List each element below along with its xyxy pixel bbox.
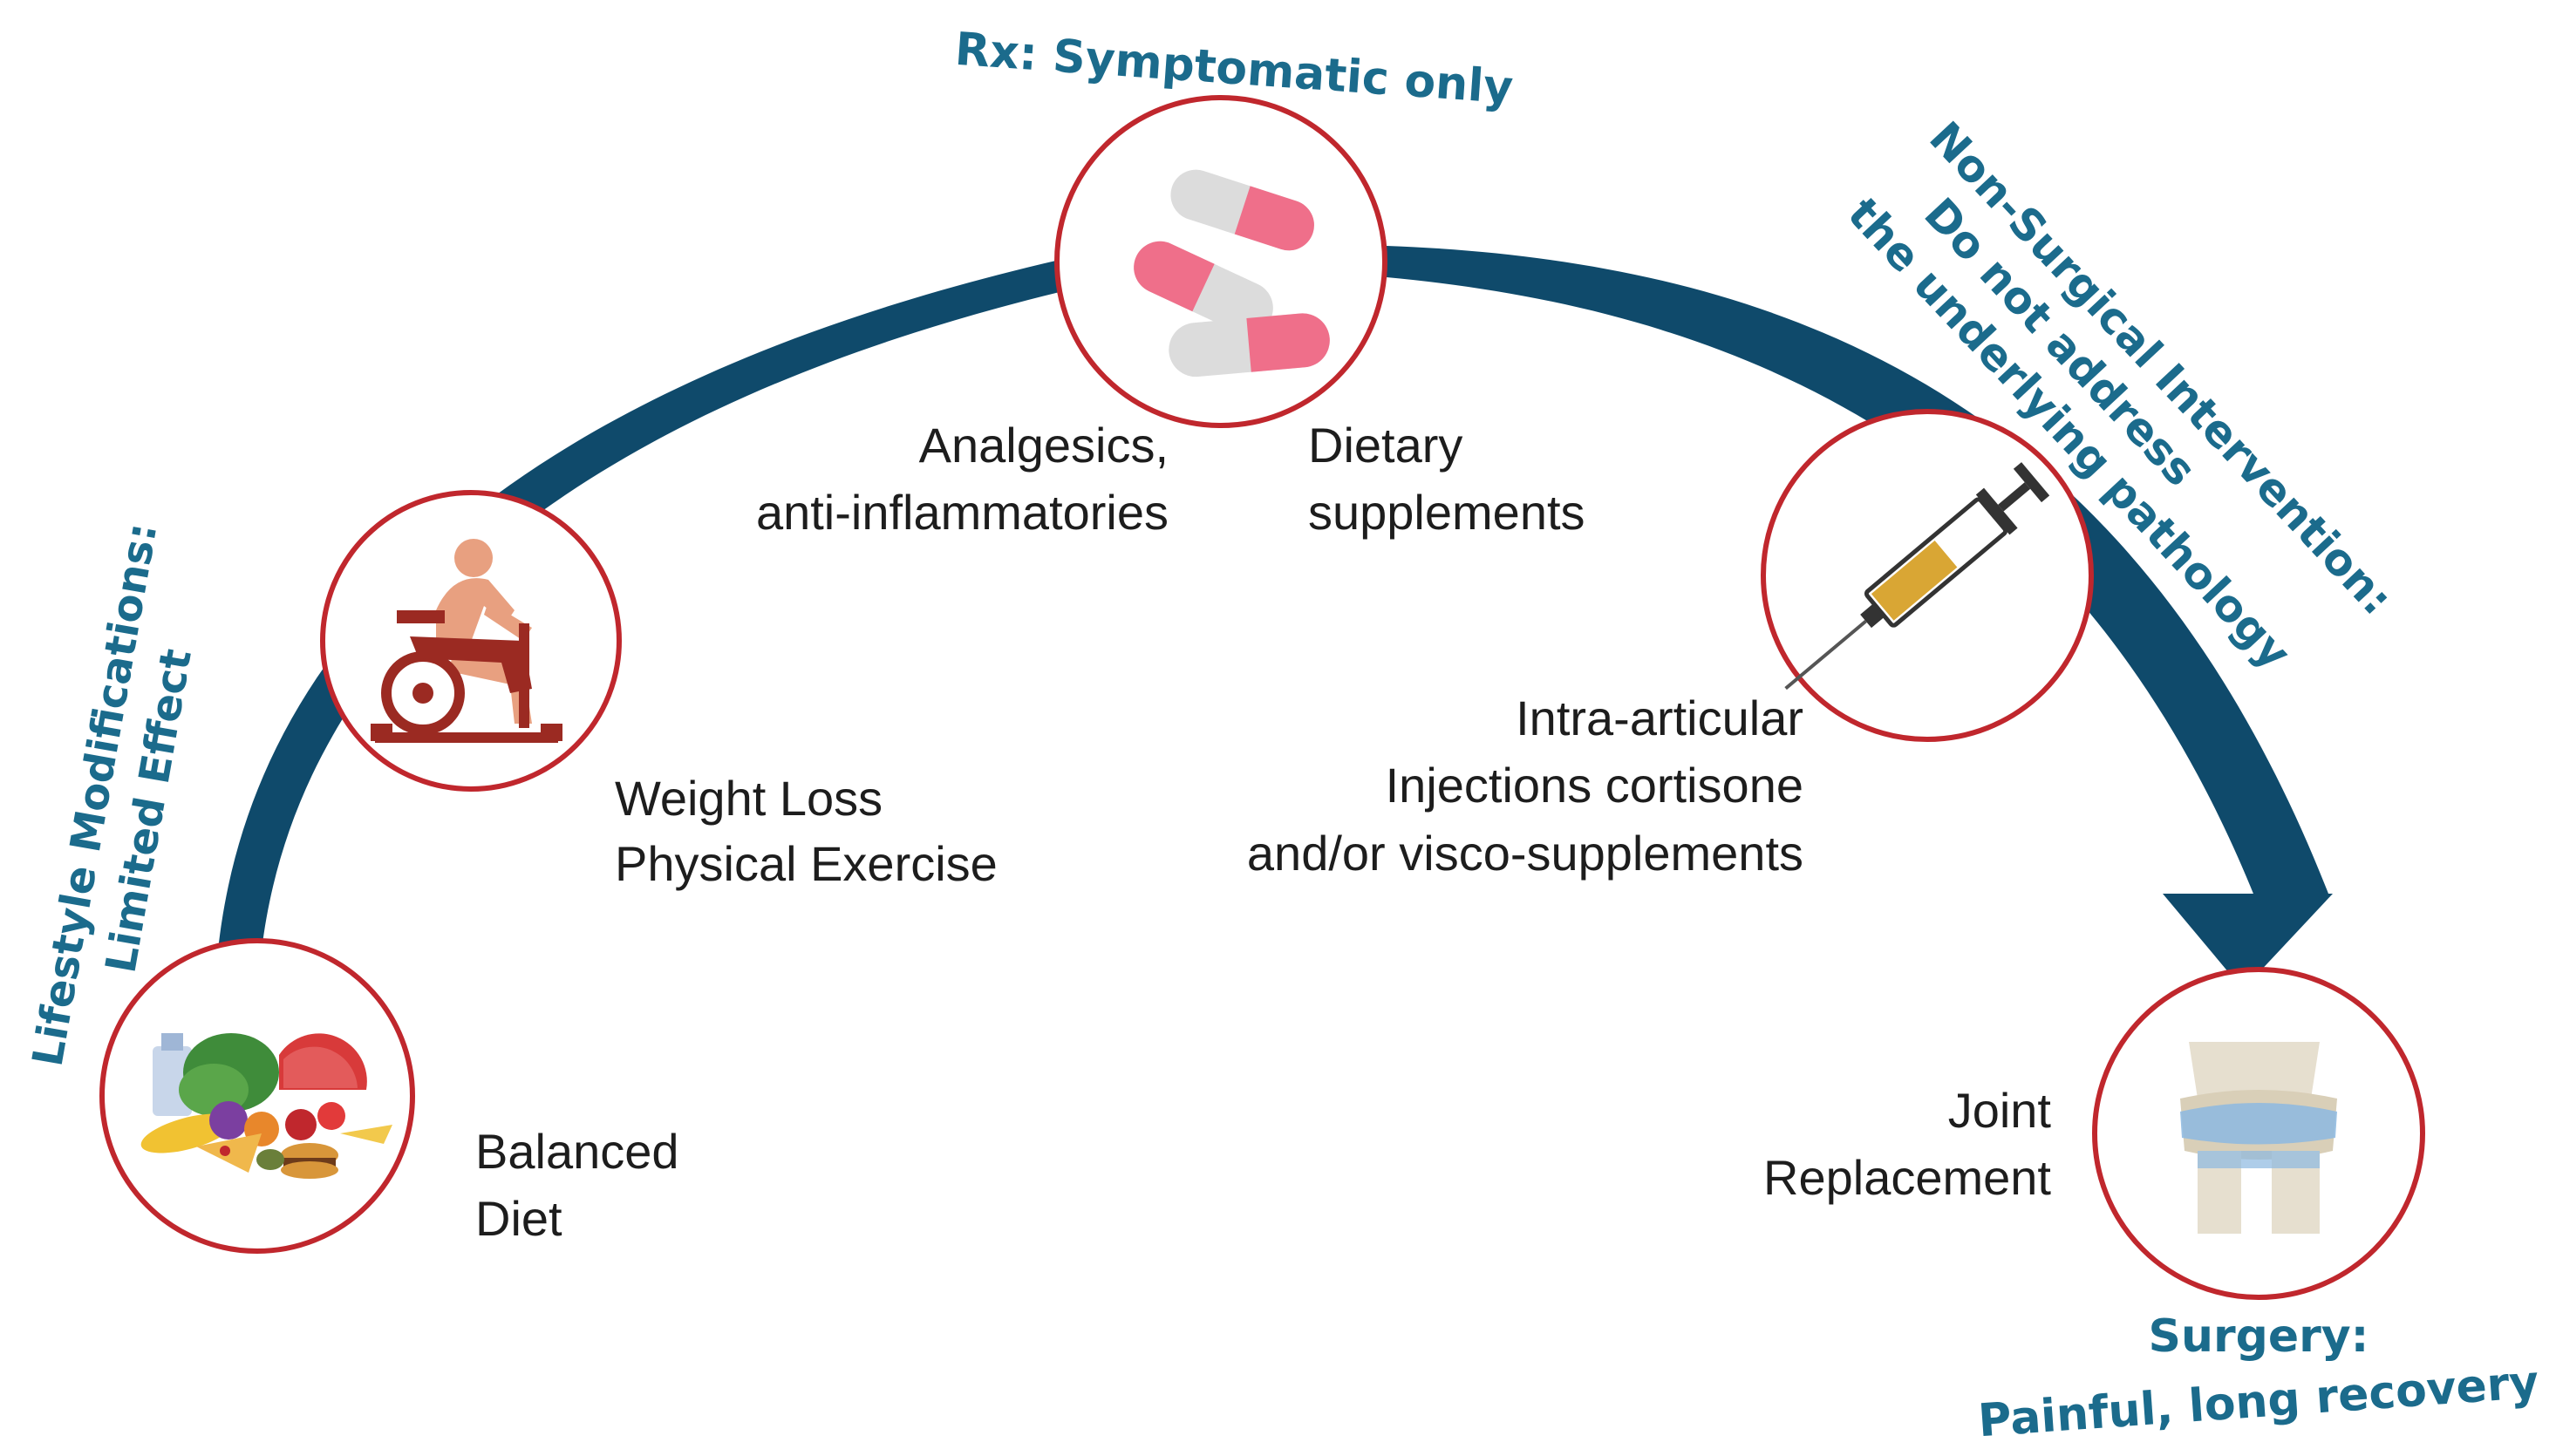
caption-pills-left-line-1: Analgesics, (919, 418, 1169, 473)
heading-surgery-line-2: Painful, long recovery (1977, 1357, 2541, 1448)
caption-exercise-line-2: Physical Exercise (615, 836, 998, 891)
stage-exercise (320, 490, 622, 792)
exercise-bike-icon (371, 539, 562, 743)
stage-pills (1054, 95, 1387, 428)
caption-exercise-line-1: Weight Loss (615, 771, 883, 826)
stage-diet (99, 938, 415, 1254)
caption-injection-line-3: and/or visco-supplements (1247, 826, 1803, 881)
heading-surgery-line-1: Surgery: (2149, 1310, 2369, 1363)
progression-arc-right (1387, 246, 2328, 907)
food-basket-icon (140, 1033, 392, 1179)
pills-icon (1134, 169, 1330, 378)
stage-surgery (2092, 967, 2425, 1300)
caption-injection-line-1: Intra-articular (1516, 691, 1803, 745)
stage-injection (1761, 409, 2094, 742)
knee-joint-icon (2180, 1042, 2337, 1234)
caption-pills-right-line-2: supplements (1308, 485, 1585, 540)
caption-diet-line-2: Diet (475, 1191, 562, 1246)
caption-diet-line-1: Balanced (475, 1124, 679, 1179)
caption-surgery-line-2: Replacement (1763, 1150, 2051, 1205)
syringe-icon (1784, 462, 2050, 691)
arrow-head (2163, 894, 2333, 990)
caption-injection-line-2: Injections cortisone (1386, 758, 1803, 813)
caption-pills-right-line-1: Dietary (1308, 418, 1462, 473)
caption-surgery-line-1: Joint (1948, 1083, 2052, 1138)
caption-pills-left-line-2: anti-inflammatories (756, 485, 1169, 540)
